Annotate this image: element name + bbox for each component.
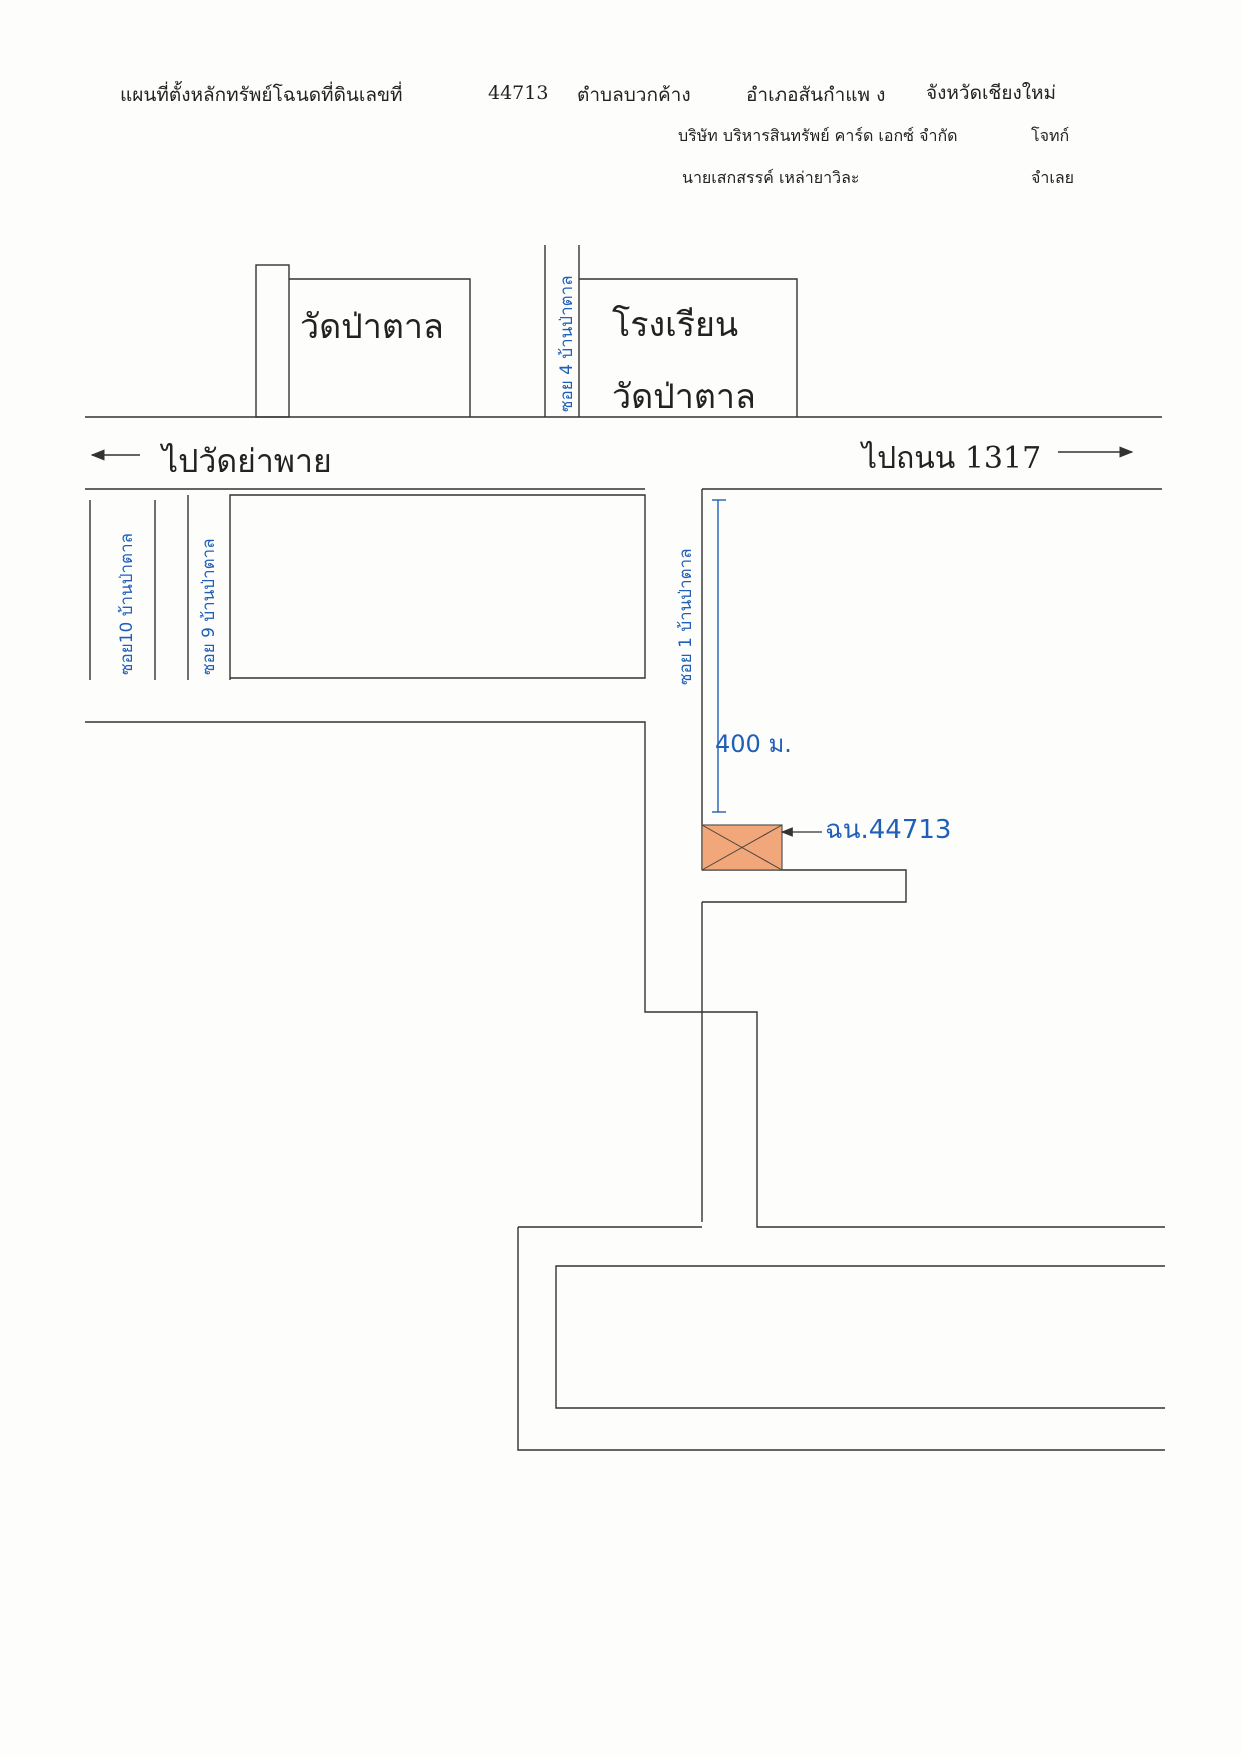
soi4-label: ซอย 4 บ้านป่าตาล xyxy=(557,275,577,412)
header-province: จังหวัดเชียงใหม่ xyxy=(926,82,1057,104)
temple-building xyxy=(289,278,471,417)
spur-road xyxy=(702,869,907,903)
school-label-line1: โรงเรียน xyxy=(612,305,738,345)
plaintiff-role: โจทก์ xyxy=(1031,126,1070,145)
direction-left-label: ไปวัดย่าพาย xyxy=(159,442,332,480)
south-inner-block xyxy=(555,1265,1165,1409)
header-title: แผนที่ตั้งหลักทรัพย์โฉนดที่ดินเลขที่ xyxy=(120,84,403,106)
defendant-role: จำเลย xyxy=(1031,168,1075,187)
header-district: อำเภอสันกำแพ ง xyxy=(746,84,886,106)
south-outer-frame xyxy=(517,1227,1165,1451)
soi1-label: ซอย 1 บ้านป่าตาล xyxy=(676,548,696,685)
plot-label: ฉน.44713 xyxy=(825,815,951,845)
subject-plot xyxy=(701,824,783,871)
defendant-name: นายเสกสรรค์ เหล่ายาวิละ xyxy=(682,168,860,187)
temple-block xyxy=(255,264,290,418)
plaintiff-name: บริษัท บริหารสินทรัพย์ คาร์ด เอกซ์ จำกัด xyxy=(678,126,958,145)
header-subdistrict: ตำบลบวกค้าง xyxy=(577,84,691,106)
distance-label: 400 ม. xyxy=(715,730,792,758)
lower-road-edge xyxy=(85,721,703,1222)
school-building xyxy=(579,278,798,417)
direction-right-label: ไปถนน 1317 xyxy=(860,440,1041,476)
central-block xyxy=(229,494,646,680)
header-deed-number: 44713 xyxy=(488,82,549,104)
soi9-label: ซอย 9 บ้านป่าตาล xyxy=(199,538,219,675)
south-outer-block xyxy=(702,1011,1165,1228)
temple-label: วัดป่าตาล xyxy=(300,307,444,347)
soi10-label: ซอย10 บ้านป่าตาล xyxy=(117,533,137,675)
school-label-line2: วัดป่าตาล xyxy=(612,377,756,417)
